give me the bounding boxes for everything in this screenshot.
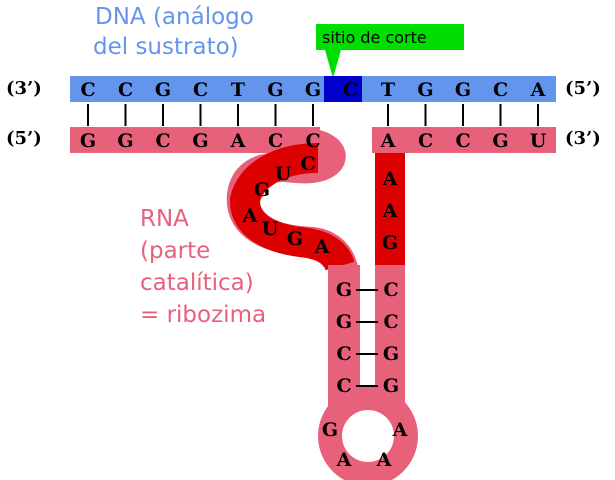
stem-base-right: G bbox=[383, 375, 399, 397]
stem-base-left: C bbox=[336, 375, 351, 397]
catalytic-core-base: C bbox=[300, 153, 315, 175]
right-arm-base: A bbox=[382, 200, 398, 222]
rna-base: A bbox=[230, 130, 246, 152]
catalytic-core-base: G bbox=[254, 179, 270, 201]
dna-base: A bbox=[530, 79, 546, 101]
cut-site-pointer bbox=[325, 50, 341, 78]
stem-base-left: G bbox=[336, 279, 352, 301]
right-arm-base: G bbox=[382, 232, 398, 254]
rna-base: G bbox=[117, 130, 133, 152]
rna-base: C bbox=[155, 130, 170, 152]
dna-base: C bbox=[80, 79, 95, 101]
rna-5prime-end: (5’) bbox=[6, 128, 42, 149]
right-arm-base: A bbox=[382, 168, 398, 190]
rna-base: C bbox=[455, 130, 470, 152]
dna-base: C bbox=[343, 79, 358, 101]
stem-base-right: G bbox=[383, 343, 399, 365]
rna-strand-left bbox=[70, 127, 320, 153]
rna-base: C bbox=[418, 130, 433, 152]
rna-label-line-2: (parte bbox=[140, 238, 210, 264]
dna-label-line-1: DNA (análogo bbox=[95, 4, 254, 30]
hairpin-loop-base: A bbox=[392, 419, 408, 441]
rna-base: U bbox=[530, 130, 547, 152]
dna-base: G bbox=[455, 79, 471, 101]
stem-base-right: C bbox=[383, 311, 398, 333]
rna-strand-right bbox=[372, 127, 556, 153]
stem-base-right: C bbox=[383, 279, 398, 301]
hairpin-loop-hole bbox=[342, 410, 394, 462]
rna-base: G bbox=[492, 130, 508, 152]
rna-label-line-1: RNA bbox=[140, 206, 189, 232]
cut-site-highlight bbox=[324, 76, 362, 102]
hairpin-loop-base: A bbox=[336, 449, 352, 471]
catalytic-core-base: A bbox=[314, 236, 330, 258]
dna-base: C bbox=[493, 79, 508, 101]
dna-base: G bbox=[417, 79, 433, 101]
rna-base: C bbox=[268, 130, 283, 152]
catalytic-core-base: U bbox=[262, 218, 279, 240]
catalytic-core-base: U bbox=[275, 163, 292, 185]
dna-base: C bbox=[193, 79, 208, 101]
rna-base: G bbox=[80, 130, 96, 152]
dna-base: T bbox=[231, 79, 245, 101]
dna-base: G bbox=[155, 79, 171, 101]
stem-base-left: G bbox=[336, 311, 352, 333]
rna-base: A bbox=[380, 130, 396, 152]
stem-base-left: C bbox=[336, 343, 351, 365]
catalytic-core-base: G bbox=[287, 228, 303, 250]
rna-label-line-3: catalítica) bbox=[140, 270, 254, 296]
dna-base: G bbox=[305, 79, 321, 101]
rna-catalytic-core bbox=[230, 143, 355, 272]
dna-base: T bbox=[381, 79, 395, 101]
base-pair-bonds bbox=[87, 104, 539, 387]
dna-label-line-2: del sustrato) bbox=[93, 34, 239, 60]
rna-label-line-4: = ribozima bbox=[140, 302, 266, 328]
cut-site-label: sitio de corte bbox=[322, 28, 427, 47]
hairpin-loop-base: G bbox=[322, 419, 338, 441]
catalytic-core-base: A bbox=[242, 205, 258, 227]
dna-base: G bbox=[267, 79, 283, 101]
rna-base: G bbox=[192, 130, 208, 152]
dna-strand-band bbox=[70, 76, 556, 102]
rna-right-arm-core bbox=[375, 153, 405, 265]
rna-3prime-end: (3’) bbox=[565, 128, 601, 149]
cut-site-box bbox=[316, 24, 464, 50]
dna-5prime-end: (5’) bbox=[565, 78, 601, 99]
dna-3prime-end: (3’) bbox=[6, 78, 42, 99]
hairpin-loop-base: A bbox=[376, 449, 392, 471]
dna-base: C bbox=[118, 79, 133, 101]
cut-site-callout: sitio de corte bbox=[316, 24, 464, 78]
rna-base: C bbox=[305, 130, 320, 152]
